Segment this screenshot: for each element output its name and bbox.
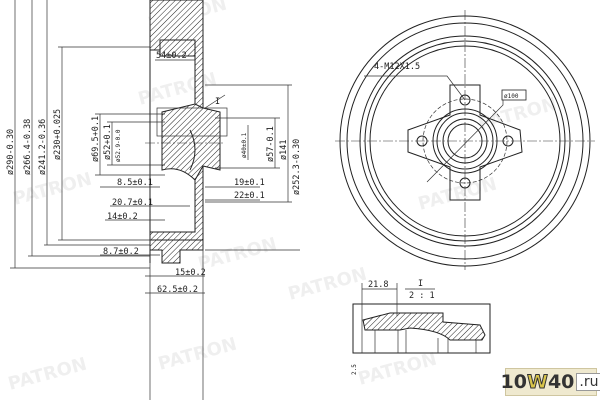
hub-section <box>161 103 221 181</box>
detail-dim-21-8: 21.8 <box>368 280 388 290</box>
dim-d266: ø266.4-0.38 <box>23 119 33 175</box>
dim-l22: 22±0.1 <box>234 191 265 201</box>
dim-l54: 54±0.2 <box>156 51 187 61</box>
bolt-hole <box>502 135 514 147</box>
svg-text:PATRON: PATRON <box>416 174 499 215</box>
svg-text:PATRON: PATRON <box>6 354 89 395</box>
dim-d241: ø241.2-0.36 <box>38 119 48 175</box>
logo-part: .ru <box>576 373 600 391</box>
dim-d252: ø252.3-0.30 <box>292 139 302 195</box>
hub-flange <box>407 84 523 201</box>
logo-part: 40 <box>547 371 575 393</box>
dim-l19: 19±0.1 <box>234 178 265 188</box>
dim-l15: 15±0.2 <box>175 268 206 278</box>
dim-d52-9: ø52.9-0.0 <box>115 129 122 162</box>
drum-lip-section <box>149 239 204 264</box>
dim-d141: ø141 <box>279 140 289 160</box>
logo-part: 10 <box>500 371 527 393</box>
detail-label: I <box>418 279 423 289</box>
drum-rim-section <box>159 39 196 57</box>
svg-text:PATRON: PATRON <box>356 349 439 390</box>
dim-l14: 14±0.2 <box>107 212 138 222</box>
detail-view: 21.8 I 2 : 1 2.5 <box>351 279 491 375</box>
logo-part: W <box>526 371 548 394</box>
pcd-label: ø100 <box>504 93 519 100</box>
dim-d57: ø57-0.1 <box>266 126 276 162</box>
detail-marker: I <box>215 97 220 107</box>
bolt-hole <box>459 177 471 189</box>
detail-side-note: 2.5 <box>351 364 358 375</box>
svg-text:PATRON: PATRON <box>286 264 369 305</box>
bolt-hole <box>459 94 471 106</box>
detail-scale: 2 : 1 <box>409 291 435 301</box>
section-view: ø290-0.30 ø266.4-0.38 ø241.2-0.36 ø230+0… <box>6 0 302 400</box>
bolt-hole <box>416 135 428 147</box>
front-view: 4-M12X1.5 ø100 <box>335 10 595 270</box>
thread-label: 4-M12X1.5 <box>374 62 420 72</box>
dim-l8-7: 8.7±0.2 <box>103 247 139 257</box>
svg-text:PATRON: PATRON <box>196 234 279 275</box>
dim-l62-5: 62.5±0.2 <box>157 285 198 295</box>
dim-d290: ø290-0.30 <box>6 129 16 175</box>
dim-d52: ø52+0.1 <box>103 124 113 160</box>
svg-text:PATRON: PATRON <box>136 69 219 110</box>
dim-d230: ø230+0.025 <box>53 109 63 160</box>
dim-d69: ø69.5+0.1 <box>91 116 101 162</box>
dim-l8-5: 8.5±0.1 <box>117 178 153 188</box>
dim-l20-7: 20.7±0.1 <box>112 198 153 208</box>
svg-text:PATRON: PATRON <box>156 334 239 375</box>
dim-d40: ø40±0.1 <box>241 132 248 158</box>
